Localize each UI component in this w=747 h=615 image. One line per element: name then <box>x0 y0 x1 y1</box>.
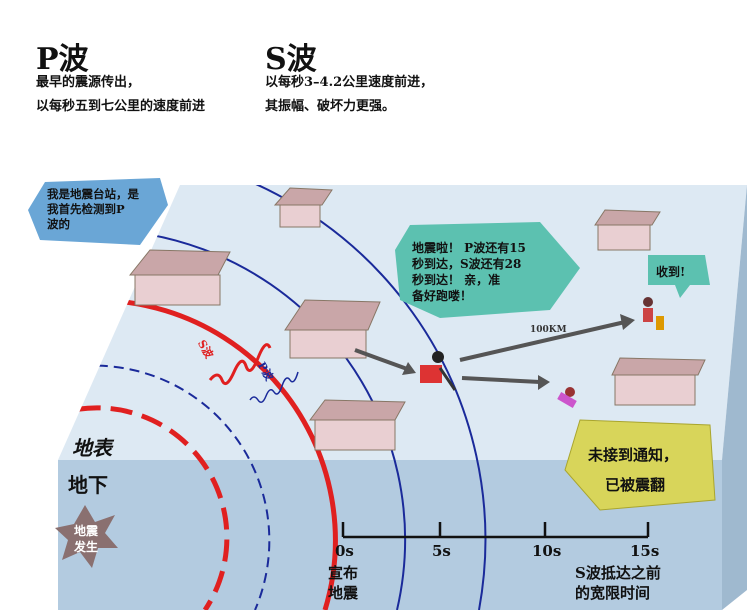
station-bubble <box>28 178 168 245</box>
station-bubble-line: 我是地震台站，是 <box>47 187 139 201</box>
p-wave-squiggle <box>249 371 299 403</box>
person-walking <box>643 297 664 330</box>
house <box>309 399 406 451</box>
person-sitting <box>420 351 457 391</box>
start-label: 地震 <box>328 584 359 602</box>
received-text: 收到! <box>656 264 685 279</box>
block-side <box>722 185 747 610</box>
s-wave-desc-1: 以每秒3–4.2公里速度前进， <box>265 75 434 90</box>
house <box>594 209 661 251</box>
s-wave-title: S波 <box>265 42 317 77</box>
station-bubble-line: 波的 <box>47 217 70 231</box>
s-wave-squiggle <box>208 343 272 386</box>
svg-text:未接到通知，已被震翻: 未接到通知， 已被震翻 <box>587 446 678 494</box>
surface-label: 地表 <box>72 436 115 460</box>
not-notified-line: 已被震翻 <box>605 476 665 494</box>
house <box>284 299 381 359</box>
tick-label: 15s <box>630 542 659 560</box>
start-label: 宣布 <box>328 564 358 582</box>
end-label: S波抵达之前 <box>575 564 661 582</box>
received-bubble <box>648 255 710 298</box>
epicenter-label: 发生 <box>73 539 98 554</box>
house <box>273 187 333 228</box>
arrows <box>354 314 635 390</box>
not-notified-bubble <box>564 419 716 511</box>
end-label: 的宽限时间 <box>575 584 650 602</box>
tick-label: 0s <box>335 542 354 560</box>
tick-label: 5s <box>432 542 451 560</box>
s-wave-front <box>58 405 230 610</box>
p-wave-desc-2: 以每秒五到七公里的速度前进 <box>36 99 206 114</box>
house <box>611 357 706 406</box>
tick-label: 10s <box>532 542 561 560</box>
alert-bubble <box>395 222 580 318</box>
underground-label: 地下 <box>68 473 108 497</box>
alert-bubble-line: 秒到达，S波还有28 <box>412 256 521 271</box>
p-wave-front <box>128 185 487 610</box>
person-fallen <box>557 387 577 408</box>
p-wave-title: P波 <box>36 42 89 77</box>
epicenter-star <box>55 505 118 568</box>
epicenter-label: 地震 <box>74 523 99 538</box>
p-wave-front <box>58 364 271 610</box>
not-notified-line: 未接到通知， <box>587 446 678 464</box>
timeline <box>341 522 650 539</box>
houses <box>128 187 706 451</box>
p-wave-desc-1: 最早的震源传出， <box>36 75 141 90</box>
svg-text:地震发生: 地震发生 <box>73 523 99 554</box>
alert-bubble-line: 地震啦！ P波还有15 <box>412 240 526 255</box>
distance-label: 100KM <box>530 325 567 335</box>
s-wave-desc-2: 其振幅、破坏力更强。 <box>265 99 396 114</box>
alert-bubble-line: 秒到达！ 亲，准 <box>412 272 500 287</box>
station-bubble-line: 我首先检测到P <box>47 202 125 216</box>
alert-bubble-line: 备好跑喽！ <box>411 288 472 303</box>
house-station <box>128 249 231 306</box>
